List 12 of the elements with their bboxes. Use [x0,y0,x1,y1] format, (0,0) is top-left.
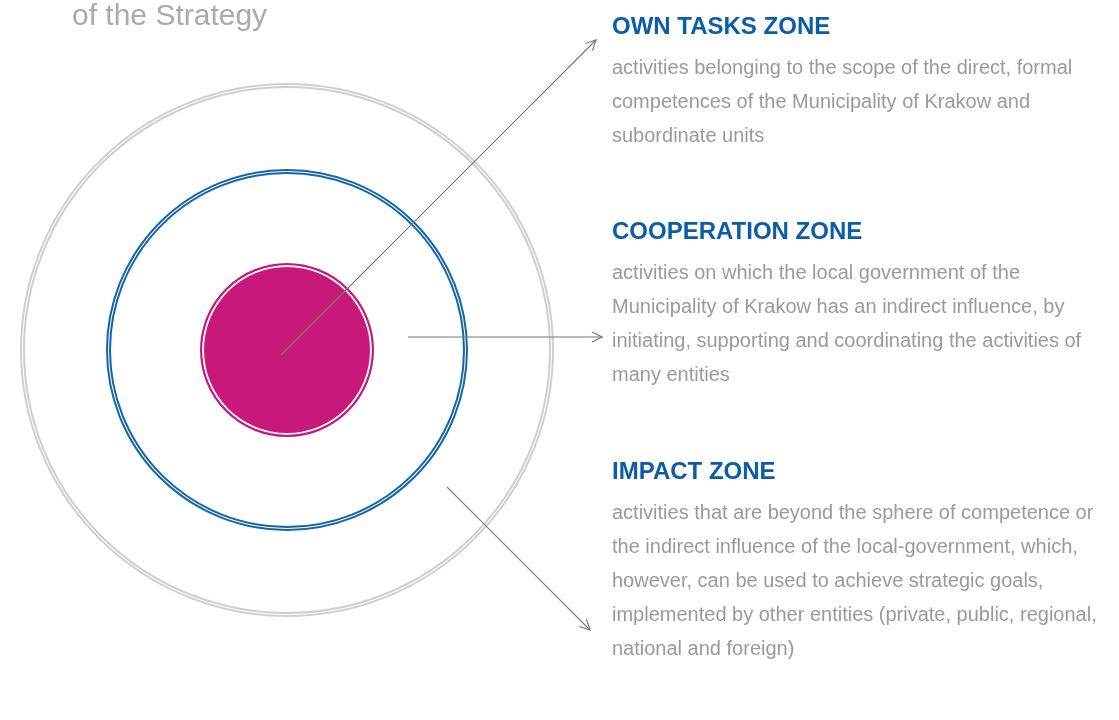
arrow [407,331,603,343]
middle-ring-circle [106,169,468,531]
arrow [446,486,591,631]
zone-heading: OWN TASKS ZONE [612,11,832,41]
arrow [280,39,597,356]
zone-heading: IMPACT ZONE [612,456,777,486]
title: of the Strategy [72,0,268,32]
zone-heading: COOPERATION ZONE [612,216,864,246]
zone-description: activities that are beyond the sphere of competence or the indirect influence of the local-government, which, however, can be used to achieve strategic goals, implemented by other entities (private, public, regional, national and foreign) [612,500,1098,661]
outer-ring-circle [20,83,554,617]
zone-description: activities belonging to the scope of the direct, formal competences of the Municipality of Krakow and subordinate units [612,55,1074,148]
zone-description: activities on which the local government of the Municipality of Krakow has an indirect influence, by initiating, supporting and coordinating the activities of many entities [612,260,1083,387]
